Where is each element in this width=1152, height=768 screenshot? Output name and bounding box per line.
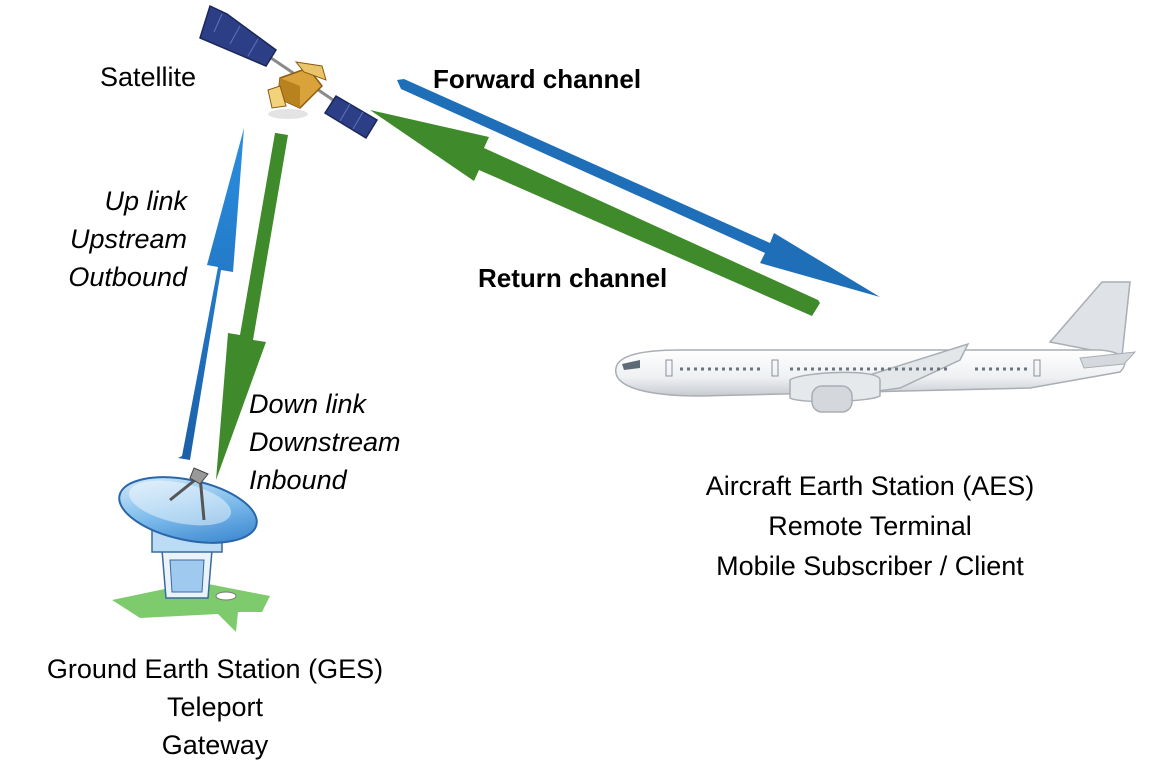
downlink-arrow xyxy=(216,133,288,480)
aircraft-station-title: Aircraft Earth Station (AES) xyxy=(705,471,1035,501)
satellite-icon xyxy=(199,4,379,140)
downlink-label: Down link xyxy=(249,389,367,419)
uplink-label-group: Up link Upstream Outbound xyxy=(68,182,187,296)
return-channel-arrow xyxy=(370,110,820,316)
aircraft-station-label-group: Aircraft Earth Station (AES) Remote Term… xyxy=(640,466,1100,586)
uplink-label: Up link xyxy=(104,186,187,216)
upstream-label: Upstream xyxy=(69,224,187,254)
ground-station-label-group: Ground Earth Station (GES) Teleport Gate… xyxy=(0,650,430,764)
gateway-label: Gateway xyxy=(161,730,269,760)
return-channel-label: Return channel xyxy=(478,263,668,293)
remote-terminal-label: Remote Terminal xyxy=(768,511,972,541)
teleport-label: Teleport xyxy=(166,692,264,722)
aircraft-icon xyxy=(615,281,1137,413)
uplink-arrow xyxy=(178,128,244,460)
forward-channel-label: Forward channel xyxy=(433,64,642,94)
outbound-label: Outbound xyxy=(68,262,187,292)
ground-station-title: Ground Earth Station (GES) xyxy=(46,654,384,684)
forward-channel-arrow xyxy=(397,79,880,297)
downlink-label-group: Down link Downstream Inbound xyxy=(249,385,401,499)
inbound-label: Inbound xyxy=(249,465,347,495)
satellite-label: Satellite xyxy=(100,62,197,92)
mobile-subscriber-label: Mobile Subscriber / Client xyxy=(716,551,1024,581)
satellite-dish-icon xyxy=(112,467,270,632)
downstream-label: Downstream xyxy=(249,427,401,457)
